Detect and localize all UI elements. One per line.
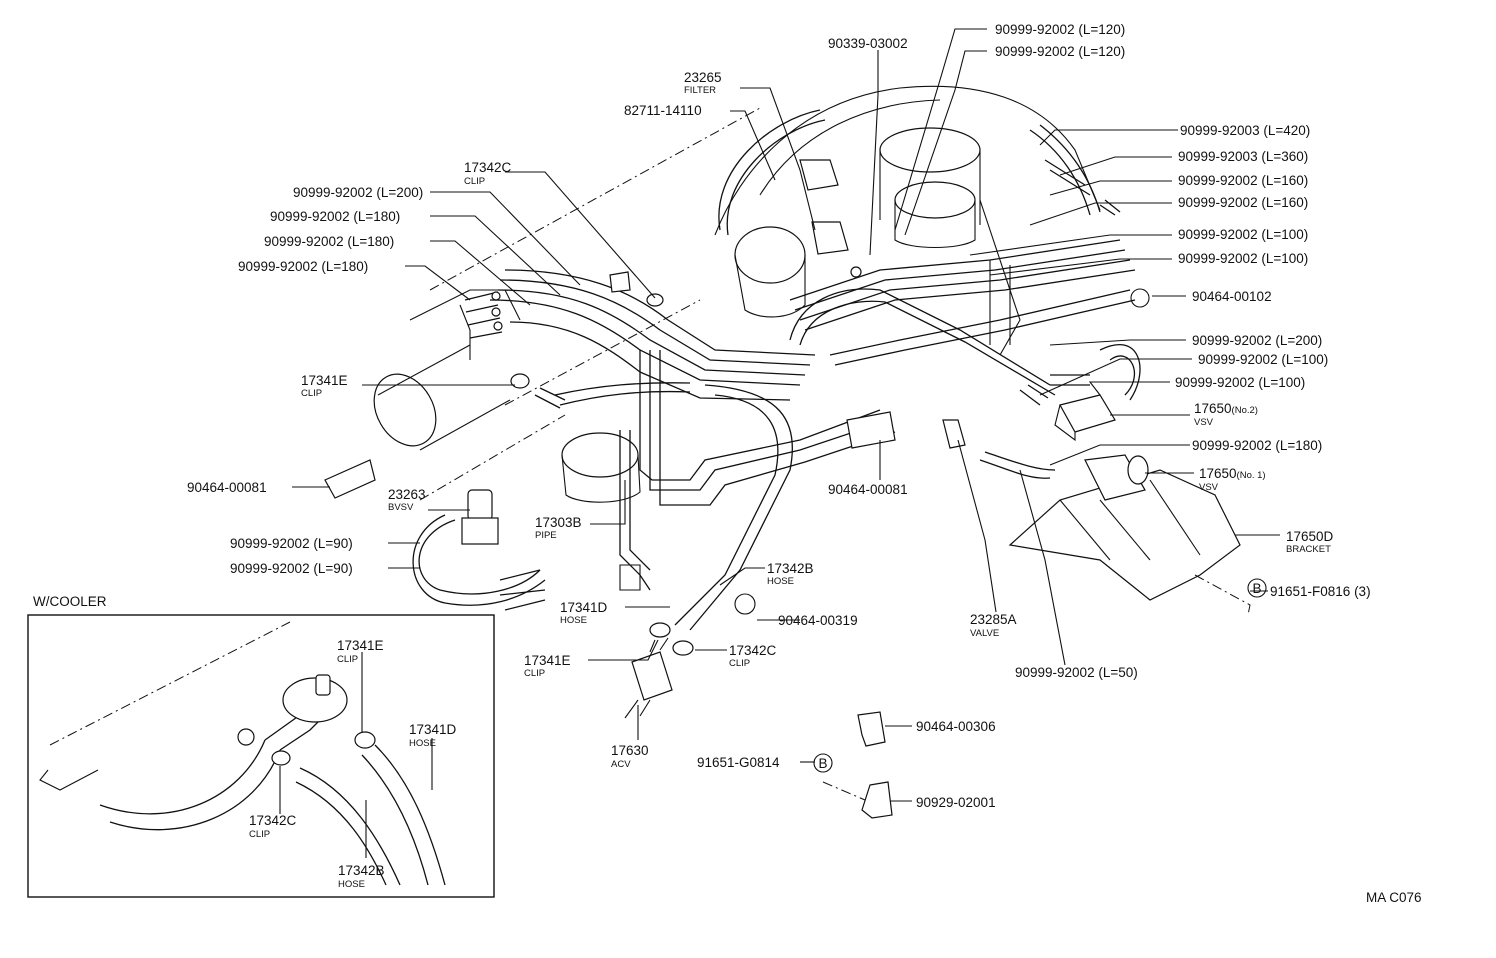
- callout-91651-g0814: 91651-G0814: [697, 755, 780, 770]
- marker-b-right: [1247, 578, 1267, 598]
- callout-90339-03002: 90339-03002: [828, 36, 908, 51]
- callout-pipe-desc: PIPE: [535, 530, 557, 541]
- inset-17341e-desc: CLIP: [337, 654, 358, 665]
- callout-hose-l90-a: 90999-92002 (L=90): [230, 536, 353, 551]
- callout-bvsv-num: 23263: [388, 487, 426, 502]
- callout-90464-00102: 90464-00102: [1192, 289, 1272, 304]
- callout-bracket-num: 17650D: [1286, 529, 1334, 544]
- callout-bvsv-desc: BVSV: [388, 502, 414, 513]
- callout-hose-l100-b: 90999-92002 (L=100): [1178, 251, 1308, 266]
- callout-17341d-hose-num: 17341D: [560, 600, 608, 615]
- inset-17341d-desc: HOSE: [409, 738, 436, 749]
- callout-17341e-bottom-desc: CLIP: [524, 668, 545, 679]
- inset-17342c-num: 17342C: [249, 813, 297, 828]
- callout-17342c-top-num: 17342C: [464, 160, 512, 175]
- inset-17342c-desc: CLIP: [249, 829, 270, 840]
- callout-hose-l90-b: 90999-92002 (L=90): [230, 561, 353, 576]
- marker-b-right-label: B: [1252, 581, 1261, 596]
- diagram-code: MA C076: [1366, 890, 1422, 905]
- callout-hose-l180-left-a: 90999-92002 (L=180): [270, 209, 400, 224]
- callout-hose-l120-b: 90999-92002 (L=120): [995, 44, 1125, 59]
- callout-90464-00081-center: 90464-00081: [828, 482, 908, 497]
- marker-b-bottom-label: B: [818, 756, 827, 771]
- callout-90929-02001: 90929-02001: [916, 795, 996, 810]
- callout-90464-00319: 90464-00319: [778, 613, 858, 628]
- callout-90464-00306: 90464-00306: [916, 719, 996, 734]
- callout-hose-l200-left: 90999-92002 (L=200): [293, 185, 423, 200]
- callout-91651-f0816: 91651-F0816 (3): [1270, 584, 1371, 599]
- callout-bracket-desc: BRACKET: [1286, 544, 1331, 555]
- callout-17341e-left-desc: CLIP: [301, 388, 322, 399]
- callout-hose-l180-left-c: 90999-92002 (L=180): [238, 259, 368, 274]
- callout-vsv-no1: 17650(No. 1): [1199, 466, 1266, 481]
- callout-pipe-num: 17303B: [535, 515, 582, 530]
- callout-17341e-left-num: 17341E: [301, 373, 348, 388]
- callout-17341e-bottom-num: 17341E: [524, 653, 571, 668]
- callout-hose-l50: 90999-92002 (L=50): [1015, 665, 1138, 680]
- callout-acv-num: 17630: [611, 743, 649, 758]
- callout-hose-l180-left-b: 90999-92002 (L=180): [264, 234, 394, 249]
- callout-hose-l360: 90999-92003 (L=360): [1178, 149, 1308, 164]
- callout-valve-num: 23285A: [970, 612, 1017, 627]
- callout-hose-l180-right: 90999-92002 (L=180): [1192, 438, 1322, 453]
- callout-labels: 90339-03002 90999-92002 (L=120) 90999-92…: [187, 22, 1371, 890]
- marker-b-bottom: [813, 753, 833, 773]
- callout-90464-00081-left: 90464-00081: [187, 480, 267, 495]
- inset-cooler: W/COOLER: [27, 594, 495, 898]
- callout-hose-l100-c: 90999-92002 (L=100): [1198, 352, 1328, 367]
- callout-hose-l100-a: 90999-92002 (L=100): [1178, 227, 1308, 242]
- callout-hose-l160-a: 90999-92002 (L=160): [1178, 173, 1308, 188]
- callout-hose-l160-b: 90999-92002 (L=160): [1178, 195, 1308, 210]
- callout-hose-l100-d: 90999-92002 (L=100): [1175, 375, 1305, 390]
- inset-frame: [27, 614, 495, 898]
- callout-hose-l120-a: 90999-92002 (L=120): [995, 22, 1125, 37]
- inset-17342b-desc: HOSE: [338, 879, 365, 890]
- callout-hose-l200-right: 90999-92002 (L=200): [1192, 333, 1322, 348]
- callout-filter-desc: FILTER: [684, 85, 716, 96]
- callout-vsv-no1-desc: VSV: [1199, 482, 1219, 493]
- callout-vsv-no2-desc: VSV: [1194, 417, 1214, 428]
- callout-17342b-hose-num: 17342B: [767, 561, 814, 576]
- callout-valve-desc: VALVE: [970, 628, 999, 639]
- callout-82711-14110: 82711-14110: [624, 103, 702, 118]
- callout-acv-desc: ACV: [611, 759, 631, 770]
- inset-17342b-num: 17342B: [338, 863, 385, 878]
- callout-filter-num: 23265: [684, 70, 722, 85]
- inset-title: W/COOLER: [33, 594, 107, 609]
- inset-17341d-num: 17341D: [409, 722, 457, 737]
- callout-vsv-no2: 17650(No.2): [1194, 401, 1258, 416]
- callout-17342b-hose-desc: HOSE: [767, 576, 794, 587]
- callout-17341d-hose-desc: HOSE: [560, 615, 587, 626]
- engine-illustration: [324, 85, 1251, 819]
- callout-17342c-top-desc: CLIP: [464, 176, 485, 187]
- callout-hose-l420: 90999-92003 (L=420): [1180, 123, 1310, 138]
- inset-17341e-num: 17341E: [337, 638, 384, 653]
- callout-17342c-bottom-desc: CLIP: [729, 658, 750, 669]
- callout-17342c-bottom-num: 17342C: [729, 643, 777, 658]
- leader-lines: [279, 28, 1280, 858]
